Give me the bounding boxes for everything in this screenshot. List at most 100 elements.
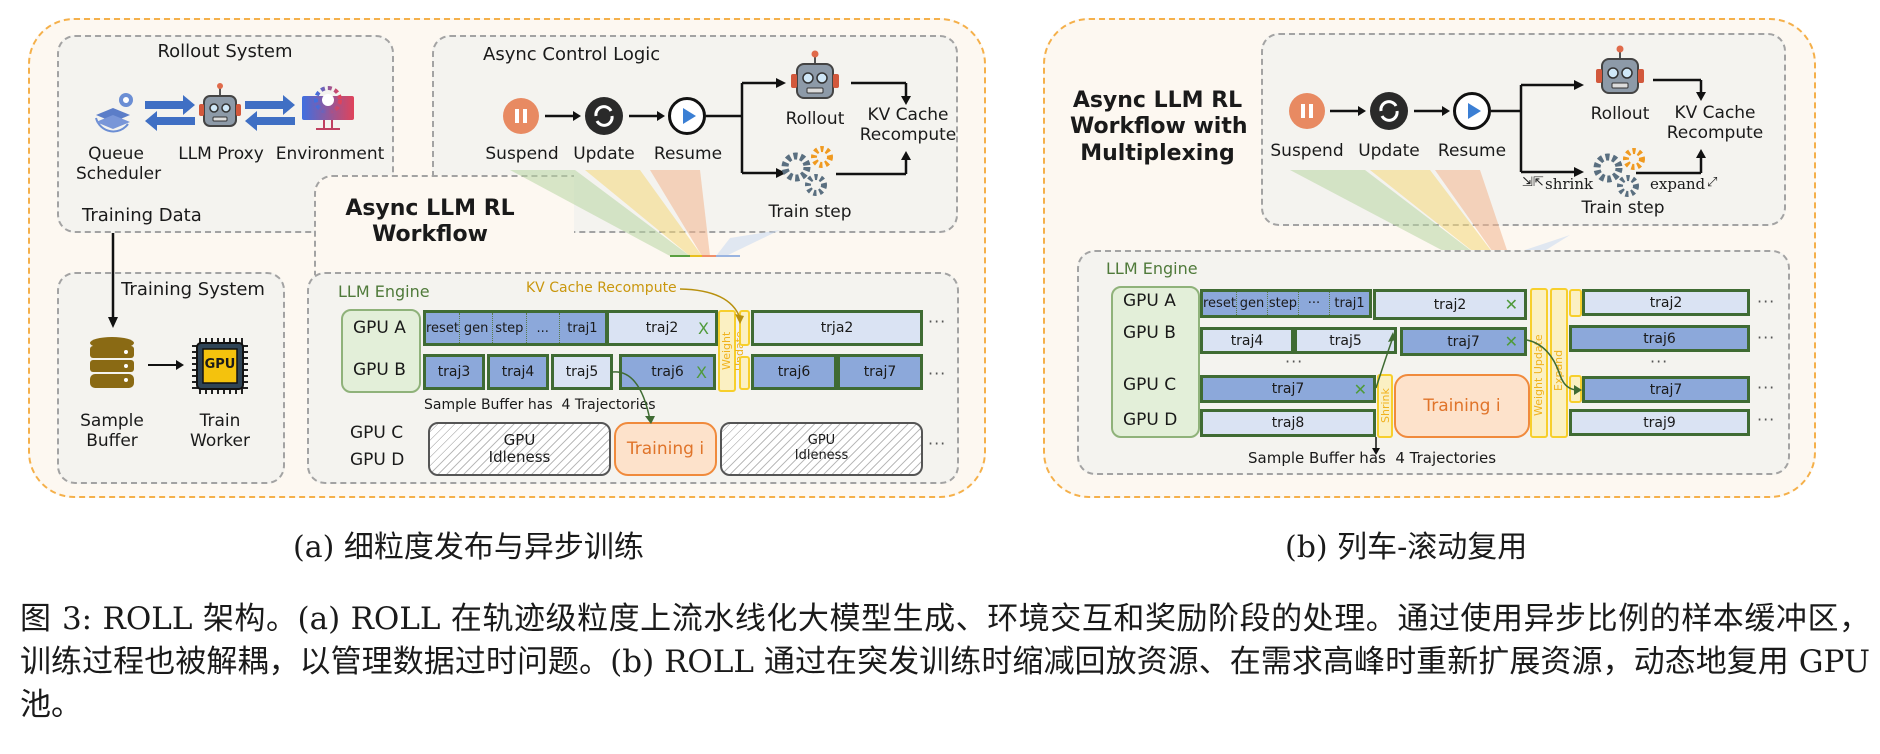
gpu-chip-icon: GPU bbox=[190, 336, 250, 396]
gpu-d-label: GPU D bbox=[350, 450, 405, 470]
trajectory-block-trja2: trja2 bbox=[751, 310, 923, 346]
subfigure-caption-a: (a) 细粒度发布与异步训练 bbox=[293, 530, 644, 565]
trja2-label: trja2 bbox=[820, 320, 854, 336]
ellipsis: ··· bbox=[928, 364, 947, 383]
expand-column bbox=[1550, 288, 1568, 438]
train-worker-label: Train Worker bbox=[190, 411, 250, 451]
abort-x-icon: X bbox=[696, 362, 707, 382]
ellipsis: ··· bbox=[1757, 328, 1776, 347]
train-step-label: Train step bbox=[1581, 198, 1665, 218]
arrow-right-icon bbox=[1414, 106, 1450, 116]
trajectory-block-traj6-after: traj6 bbox=[1569, 325, 1750, 352]
arrow-right-icon bbox=[148, 360, 184, 370]
traj2-label: traj2 bbox=[1433, 296, 1467, 313]
resume-label: Resume bbox=[1437, 141, 1507, 161]
training-label: Training i bbox=[1423, 396, 1501, 416]
gpu-idleness-label: GPU Idleness bbox=[794, 433, 849, 463]
rollout-robot-icon bbox=[790, 50, 840, 104]
ellipsis: ··· bbox=[928, 434, 947, 453]
gpu-a-label: GPU A bbox=[353, 318, 406, 338]
segment-step: step bbox=[493, 313, 527, 343]
traj6-after-label: traj6 bbox=[1643, 330, 1676, 347]
train-step-label: Train step bbox=[768, 202, 852, 222]
segment-traj1: traj1 bbox=[1334, 296, 1365, 311]
update-refresh-icon bbox=[1370, 92, 1408, 130]
workflow-title-notch bbox=[314, 175, 574, 275]
environment-label: Environment bbox=[275, 144, 385, 164]
kv-recompute-slot bbox=[1569, 289, 1582, 317]
traj2-after-label: traj2 bbox=[1649, 294, 1683, 311]
gpu-abcd-group bbox=[1111, 286, 1200, 438]
kv-recompute-slot bbox=[739, 356, 750, 390]
arrow-right-icon bbox=[1330, 106, 1366, 116]
trajectory-block-traj4: traj4 bbox=[1200, 327, 1294, 354]
trajectory-block-traj1: reset gen step ··· traj1 bbox=[1200, 289, 1372, 318]
suspend-pause-icon bbox=[1289, 93, 1325, 129]
expand-icon: ⤢ bbox=[1707, 175, 1718, 190]
suspend-pause-icon bbox=[503, 98, 539, 134]
trajectory-block-traj1: reset gen step ... traj1 bbox=[423, 310, 608, 346]
trajectory-block-traj7: traj7 bbox=[837, 354, 923, 390]
gpu-a-label: GPU A bbox=[1123, 291, 1176, 311]
shrink-label: shrink bbox=[1545, 175, 1594, 193]
train-step-gears-icon bbox=[1592, 148, 1652, 200]
subfigure-caption-b: (b) 列车-滚动复用 bbox=[1285, 530, 1528, 565]
segment-ellipsis: ··· bbox=[1299, 292, 1330, 315]
traj6-label: traj6 bbox=[651, 364, 684, 380]
bidirectional-arrows-icon bbox=[245, 95, 295, 131]
ellipsis: ··· bbox=[1757, 378, 1776, 397]
suspend-label: Suspend bbox=[485, 144, 559, 164]
training-block: Training i bbox=[1394, 374, 1530, 438]
branch-arrows bbox=[1491, 78, 1751, 180]
traj7-label: traj7 bbox=[863, 364, 897, 380]
trajectory-block-traj8: traj8 bbox=[1200, 409, 1376, 437]
traj3-label: traj3 bbox=[437, 364, 471, 380]
resume-play-icon bbox=[668, 97, 706, 135]
timeline-fan bbox=[1290, 170, 1570, 270]
sample-buffer-label: Sample Buffer bbox=[80, 411, 144, 451]
sample-buffer-note: Sample Buffer has 4 Trajectories bbox=[1248, 449, 1497, 467]
llm-engine-title: LLM Engine bbox=[1106, 259, 1198, 278]
abort-x-icon: ✕ bbox=[1353, 379, 1367, 399]
sample-buffer-database-icon bbox=[88, 336, 136, 392]
trajectory-block-traj6: traj6 X bbox=[619, 354, 716, 390]
shrink-icon: ⇲⇱ bbox=[1522, 175, 1544, 190]
trajectory-block-traj5: traj5 bbox=[1294, 327, 1397, 354]
rollout-label: Rollout bbox=[785, 109, 845, 129]
trajectory-block-traj5: traj5 bbox=[551, 354, 613, 390]
queue-scheduler-label: Queue Scheduler bbox=[76, 144, 162, 184]
trajectory-block-traj7: traj7✕ bbox=[1400, 327, 1527, 356]
trajectory-block-traj3: traj3 bbox=[423, 354, 485, 390]
traj5-label: traj5 bbox=[565, 364, 599, 380]
shrink-column bbox=[1377, 374, 1393, 438]
figure-caption: 图 3: ROLL 架构。(a) ROLL 在轨迹级粒度上流水线化大模型生成、环… bbox=[20, 601, 1870, 723]
expand-label: expand bbox=[1650, 175, 1706, 193]
abort-x-icon: X bbox=[698, 318, 709, 338]
workflow-multiplexing-title: Async LLM RL Workflow with Multiplexing bbox=[1070, 88, 1248, 166]
gpu-d-label: GPU D bbox=[1123, 410, 1178, 430]
training-label: Training i bbox=[626, 439, 705, 459]
ellipsis: ··· bbox=[1757, 292, 1776, 311]
traj7-after-label: traj7 bbox=[1649, 381, 1683, 398]
gpu-idleness-block: GPU Idleness bbox=[720, 422, 923, 476]
abort-x-icon: ✕ bbox=[1504, 332, 1518, 351]
training-block: Training i bbox=[614, 422, 717, 476]
segment-reset: reset bbox=[1203, 292, 1237, 315]
gpu-c-label: GPU C bbox=[350, 423, 404, 443]
rollout-robot-icon bbox=[1595, 45, 1645, 99]
kv-recompute-slot bbox=[739, 310, 750, 346]
gpu-chip-text: GPU bbox=[204, 357, 236, 372]
abort-x-icon: ✕ bbox=[1504, 295, 1518, 314]
rollout-label: Rollout bbox=[1590, 104, 1650, 124]
llm-proxy-label: LLM Proxy bbox=[178, 144, 264, 164]
trajectory-block-traj2-after: traj2 bbox=[1582, 289, 1750, 316]
traj6-after-label: traj6 bbox=[777, 364, 811, 380]
segment-reset: reset bbox=[426, 313, 460, 343]
bidirectional-arrows-icon bbox=[145, 95, 195, 131]
workflow-title: Async LLM RL Workflow bbox=[345, 196, 515, 248]
segment-step: step bbox=[1268, 292, 1299, 315]
segment-ellipsis: ... bbox=[527, 313, 560, 343]
kv-cache-recompute-note: KV Cache Recompute bbox=[526, 280, 677, 296]
